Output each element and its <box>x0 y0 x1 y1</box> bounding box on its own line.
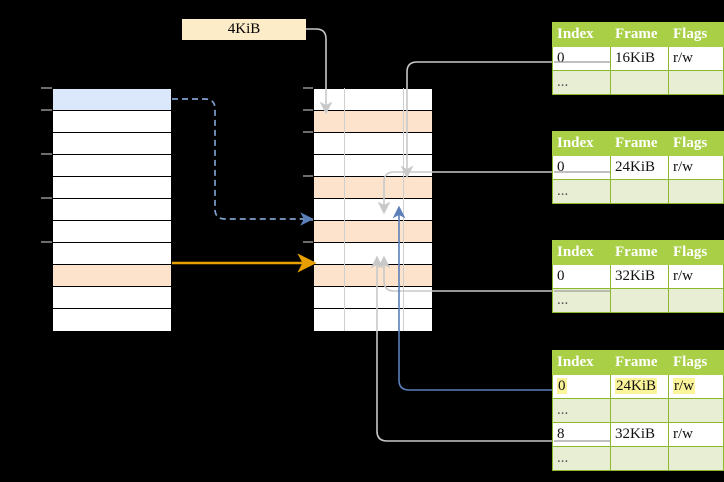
page-table-1-header-flags: Flags <box>668 22 724 47</box>
table-row[interactable]: 0 24KiB r/w <box>552 374 724 399</box>
page-table-2-r0-flags: r/w <box>668 155 724 180</box>
page-table-1-r1-flags <box>668 70 724 95</box>
page-table-2-r1-frame <box>610 179 669 204</box>
virtual-address-space-column <box>52 88 172 331</box>
page-table-2: Index Frame Flags 0 24KiB r/w ... <box>552 131 724 204</box>
page-table-4-r0-index-highlight: 0 <box>557 378 567 394</box>
table-row[interactable]: 8 32KiB r/w <box>552 422 724 447</box>
physical-memory-cell-row-7[interactable] <box>314 243 432 265</box>
page-table-4-r0-frame-highlight: 24KiB <box>615 378 658 394</box>
virtual-memory-cell-row-6[interactable] <box>53 221 171 243</box>
physical-memory-cell-row-8[interactable] <box>314 265 432 287</box>
physical-memory-cell-row-6[interactable] <box>314 221 432 243</box>
page-table-4-r0-frame: 24KiB <box>610 374 669 399</box>
physical-column-guide-right <box>403 88 404 331</box>
page-table-4-r2-flags: r/w <box>668 422 724 447</box>
page-table-4-header-index: Index <box>552 350 611 375</box>
page-table-1-r0-frame: 16KiB <box>610 46 669 71</box>
page-table-4-r3-frame <box>610 446 669 471</box>
virtual-memory-cell-row-1[interactable] <box>53 111 171 133</box>
table-row[interactable]: ... <box>552 70 724 95</box>
page-table-4-r1-index: ... <box>552 398 611 423</box>
page-table-3-r0-index: 0 <box>552 264 611 289</box>
page-table-2-header-row: Index Frame Flags <box>552 131 724 156</box>
page-table-4-header-flags: Flags <box>668 350 724 375</box>
wire-virtual-row0-to-physical-row7 <box>172 98 314 226</box>
page-table-1: Index Frame Flags 0 16KiB r/w ... <box>552 22 724 95</box>
page-table-4-header-row: Index Frame Flags <box>552 350 724 375</box>
page-table-3-header-row: Index Frame Flags <box>552 240 724 265</box>
page-table-1-r1-index: ... <box>552 70 611 95</box>
page-table-1-r0-index: 0 <box>552 46 611 71</box>
page-table-2-r1-index: ... <box>552 179 611 204</box>
page-table-4-r1-frame <box>610 398 669 423</box>
page-table-2-r1-flags <box>668 179 724 204</box>
page-table-3-header-flags: Flags <box>668 240 724 265</box>
table-row[interactable]: ... <box>552 398 724 423</box>
page-table-3-r0-frame: 32KiB <box>610 264 669 289</box>
physical-memory-cell-row-4[interactable] <box>314 177 432 199</box>
page-table-1-r0-flags: r/w <box>668 46 724 71</box>
page-table-2-r0-frame: 24KiB <box>610 155 669 180</box>
page-table-4-r0-index: 0 <box>552 374 611 399</box>
physical-memory-cell-row-2[interactable] <box>314 133 432 155</box>
virtual-memory-cell-row-7[interactable] <box>53 243 171 265</box>
virtual-memory-cell-row-3[interactable] <box>53 155 171 177</box>
page-table-3-header-index: Index <box>552 240 611 265</box>
page-table-2-header-frame: Frame <box>610 131 669 156</box>
virtual-memory-cell-row-8[interactable] <box>53 265 171 287</box>
size-label-4kib: 4KiB <box>182 19 306 40</box>
physical-column-guide-left <box>344 88 345 331</box>
page-table-3-r0-flags: r/w <box>668 264 724 289</box>
page-table-4-r0-flags-highlight: r/w <box>673 378 695 394</box>
physical-memory-cell-row-9[interactable] <box>314 287 432 309</box>
page-table-1-header-frame: Frame <box>610 22 669 47</box>
table-row[interactable]: ... <box>552 288 724 313</box>
virtual-memory-cell-row-2[interactable] <box>53 133 171 155</box>
page-table-4-r0-flags: r/w <box>668 374 724 399</box>
page-table-4-r3-index: ... <box>552 446 611 471</box>
page-table-3-r1-frame <box>610 288 669 313</box>
virtual-memory-cell-row-0[interactable] <box>53 89 171 111</box>
physical-memory-cell-row-3[interactable] <box>314 155 432 177</box>
table-row[interactable]: ... <box>552 446 724 471</box>
virtual-memory-cell-row-10[interactable] <box>53 309 171 331</box>
table-row[interactable]: 0 32KiB r/w <box>552 264 724 289</box>
page-table-1-header-index: Index <box>552 22 611 47</box>
page-table-2-header-index: Index <box>552 131 611 156</box>
page-table-3-r1-index: ... <box>552 288 611 313</box>
page-table-3-r1-flags <box>668 288 724 313</box>
page-table-2-header-flags: Flags <box>668 131 724 156</box>
page-table-3: Index Frame Flags 0 32KiB r/w ... <box>552 240 724 313</box>
physical-memory-cell-row-1[interactable] <box>314 111 432 133</box>
page-table-1-header-row: Index Frame Flags <box>552 22 724 47</box>
page-table-1-r1-frame <box>610 70 669 95</box>
physical-memory-cell-row-5[interactable] <box>314 199 432 221</box>
physical-address-space-column <box>313 88 433 331</box>
virtual-memory-cell-row-4[interactable] <box>53 177 171 199</box>
size-label-text: 4KiB <box>227 21 261 37</box>
page-table-3-header-frame: Frame <box>610 240 669 265</box>
virtual-memory-cell-row-5[interactable] <box>53 199 171 221</box>
page-table-4: Index Frame Flags 0 24KiB r/w ... 8 32Ki… <box>552 350 724 471</box>
physical-column-tick-marks <box>303 87 313 243</box>
physical-memory-cell-row-0[interactable] <box>314 89 432 111</box>
virtual-column-tick-marks <box>41 87 52 243</box>
table-row[interactable]: 0 24KiB r/w <box>552 155 724 180</box>
page-table-4-r2-frame: 32KiB <box>610 422 669 447</box>
page-table-4-r3-flags <box>668 446 724 471</box>
page-table-2-r0-index: 0 <box>552 155 611 180</box>
page-table-4-r2-index: 8 <box>552 422 611 447</box>
table-row[interactable]: 0 16KiB r/w <box>552 46 724 71</box>
physical-memory-cell-row-10[interactable] <box>314 309 432 331</box>
virtual-memory-cell-row-9[interactable] <box>53 287 171 309</box>
page-table-4-r1-flags <box>668 398 724 423</box>
page-table-4-header-frame: Frame <box>610 350 669 375</box>
table-row[interactable]: ... <box>552 179 724 204</box>
